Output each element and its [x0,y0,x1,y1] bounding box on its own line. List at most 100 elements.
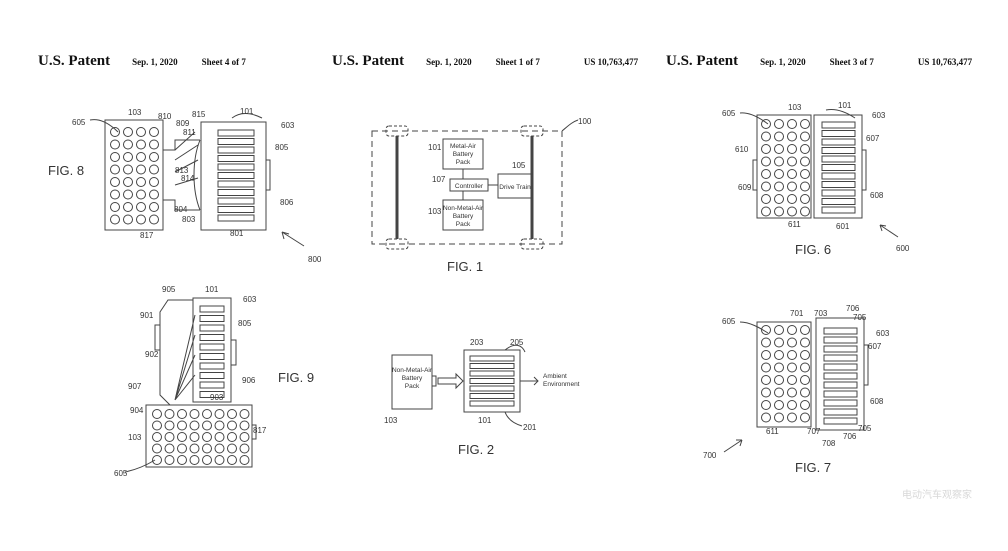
vehicle-outline [371,130,563,245]
ref-label: 703 [814,309,828,318]
ref-label: 103 [788,103,802,112]
metal-air-cell [821,130,856,137]
ref-label: 101 [205,285,219,294]
metal-air-box-line: Pack [456,159,471,166]
metal-air-cell [821,181,856,188]
vent [752,159,757,191]
fig-9-labels: 905 101 603 901 805 902 906 907 903 904 … [114,285,314,478]
ref-arrow [879,224,899,238]
battery-cell [787,412,797,423]
battery-cell [152,455,162,465]
battery-cell [800,144,810,154]
metal-air-cell [199,391,225,398]
metal-air-cell [823,345,858,353]
metal-air-cell [199,315,225,322]
ref-label: 107 [432,175,446,184]
non-metal-air-box-line: Pack [456,221,471,228]
fig-7-drawing [723,317,869,453]
battery-cell [177,443,187,454]
battery-cell [787,119,797,129]
battery-cell [761,412,771,423]
ref-label: 203 [470,338,484,347]
battery-cell [110,164,120,175]
ref-label: 608 [870,191,884,200]
patent-number: US 10,763,477 [583,57,639,67]
battery-cell [164,443,175,454]
ref-label: 607 [868,342,882,351]
ref-label: 810 [158,112,172,121]
battery-cell [774,412,784,423]
battery-cell [787,337,797,348]
ref-label: 101 [478,416,492,425]
vent [862,149,867,191]
battery-cell [152,443,162,454]
battery-cell [227,455,237,465]
battery-cell [202,455,212,465]
metal-air-cell [217,172,255,179]
metal-air-cell [217,180,255,188]
metal-air-cell [821,155,856,163]
metal-air-cell [199,372,225,379]
battery-cell [787,375,797,385]
metal-air-cell [469,385,515,392]
leader [739,112,769,125]
battery-cell [123,177,133,187]
vent [266,159,271,191]
leader [825,109,856,119]
non-metal-air-pack [145,404,253,468]
non-metal-air-box-line: Battery [453,213,474,220]
ref-label: 103 [384,416,398,425]
battery-cell [164,409,175,419]
battery-cell [149,189,159,200]
metal-air-cell [217,214,255,222]
battery-cell [214,443,225,454]
metal-air-pack-box [463,349,521,413]
metal-air-cell [821,164,856,171]
battery-cell [136,189,146,200]
fig-8-drawing [89,113,305,247]
figure-caption: FIG. 7 [795,460,831,475]
battery-cell [787,194,797,204]
battery-cell [774,144,784,154]
battery-cell [800,387,810,398]
ref-label: 803 [182,215,196,224]
ref-label: 611 [788,220,801,229]
battery-cell [774,337,784,348]
metal-air-cells [823,327,858,425]
battery-cell [239,455,250,465]
ref-label: 817 [253,426,267,435]
battery-cell [787,206,797,217]
battery-cell [227,420,237,431]
ref-label: 605 [722,317,736,326]
battery-cell [214,420,225,431]
leader [231,113,263,119]
metal-air-cell [821,189,856,197]
flow-arrow [437,372,464,390]
battery-cell [149,127,159,137]
battery-cell [189,420,200,431]
battery-cell [800,194,810,204]
ref-label: 603 [243,295,257,304]
ref-label: 605 [722,109,736,118]
metal-air-cells [469,355,515,407]
metal-air-pack [813,114,863,219]
ref-label: 801 [230,229,244,238]
battery-cell [800,400,810,410]
pack-box-line: Non-Metal-Air [392,367,433,374]
ref-label: 813 [175,166,189,175]
cell-grid [152,409,250,465]
battery-cell [774,156,784,167]
ambient-label-line: Ambient [543,373,567,380]
sheet-number: Sheet 3 of 7 [829,57,874,67]
fig-6-labels: 605 103 101 603 607 610 609 608 611 601 … [722,101,910,257]
metal-air-cell [199,324,225,332]
metal-air-cell [823,354,858,362]
battery-cell [787,362,797,373]
battery-cell [774,325,784,335]
metal-air-cell [469,378,515,384]
metal-air-cell [821,121,856,129]
metal-air-cell [469,400,515,407]
ref-label: 700 [703,451,717,460]
battery-cell [800,375,810,385]
